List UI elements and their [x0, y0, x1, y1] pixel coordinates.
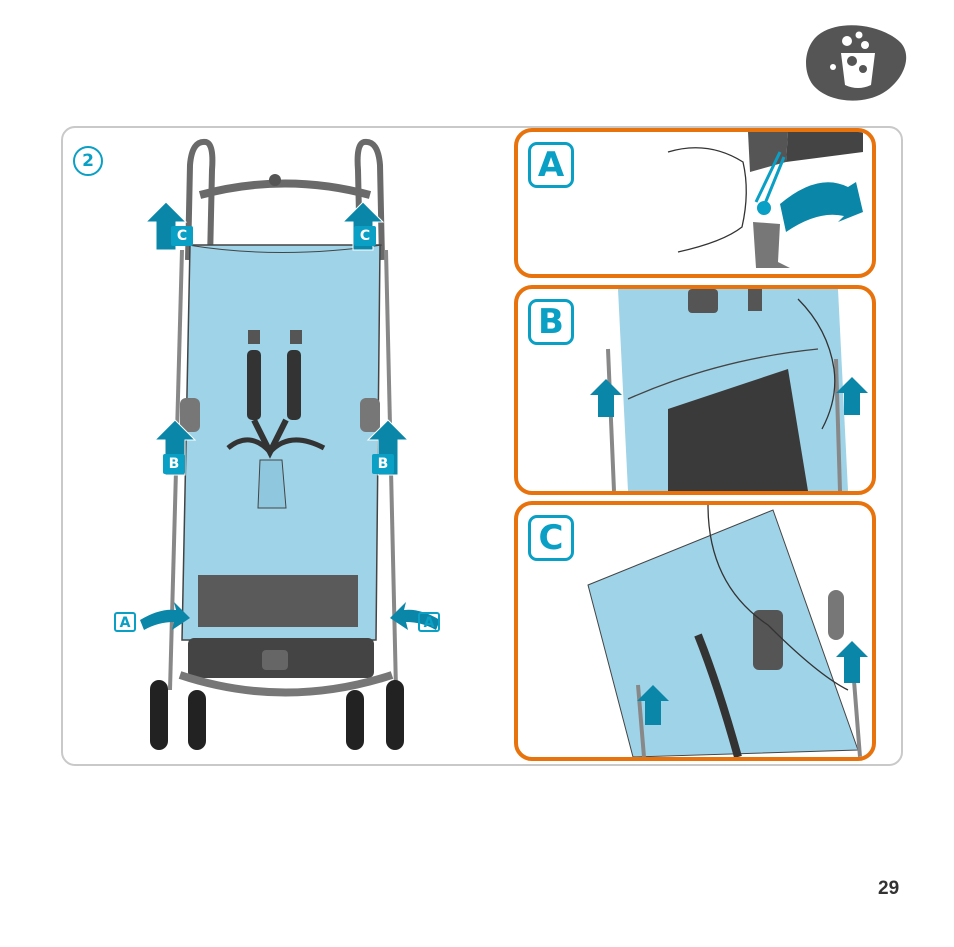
label-b-right: B	[372, 454, 394, 474]
step-number-badge: 2	[73, 146, 103, 176]
panel-letter-b: B	[528, 299, 574, 345]
hand-wash-icon	[803, 23, 908, 105]
detail-panel-b: B	[514, 285, 876, 495]
stroller-illustration	[110, 130, 470, 760]
label-b-left: B	[163, 454, 185, 474]
detail-panel-c: C	[514, 501, 876, 761]
label-a-right: A	[418, 612, 440, 632]
detail-panel-a: A	[514, 128, 876, 278]
label-a-left: A	[114, 612, 136, 632]
label-c-right: C	[354, 226, 376, 246]
panel-letter-a: A	[528, 142, 574, 188]
page-number: 29	[878, 878, 899, 900]
label-c-left: C	[171, 226, 193, 246]
panel-letter-c: C	[528, 515, 574, 561]
